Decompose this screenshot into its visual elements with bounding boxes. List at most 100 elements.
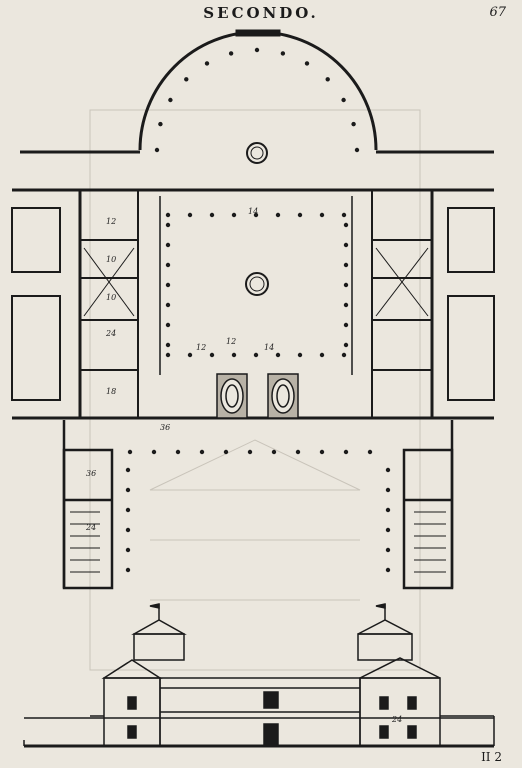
column-dot [165, 242, 171, 248]
column-dot [125, 507, 131, 513]
column-dot [319, 352, 325, 358]
column-dot [253, 212, 259, 218]
column-dot [297, 352, 303, 358]
column-dot [343, 222, 349, 228]
column-dot [247, 449, 253, 455]
column-dot [187, 352, 193, 358]
column-dot [354, 147, 360, 153]
facade-elevation [23, 603, 495, 748]
column-dot [253, 352, 259, 358]
column-dot [385, 567, 391, 573]
column-dot [325, 77, 330, 82]
column-dot [367, 449, 373, 455]
column-dot [341, 352, 347, 358]
dim-label: 36 [160, 423, 170, 432]
column-dot [125, 567, 131, 573]
column-dot [351, 121, 356, 127]
column-dot [343, 342, 349, 348]
column-dot [343, 302, 349, 308]
dim-label: 10 [106, 255, 116, 264]
stall-rows [70, 511, 446, 573]
column-dot [165, 322, 171, 328]
column-dot [304, 61, 310, 66]
dim-label: 14 [264, 343, 274, 352]
dim-label: 36 [86, 469, 96, 478]
column-dot [125, 547, 131, 553]
column-dot [343, 282, 349, 288]
column-dot [385, 527, 391, 533]
column-dot [184, 77, 189, 82]
dim-label: 24 [85, 523, 96, 532]
column-dot [165, 302, 171, 308]
dim-label: 18 [106, 387, 116, 396]
column-dot [165, 282, 171, 288]
column-dot [165, 222, 171, 228]
column-dot [343, 242, 349, 248]
column-dot [231, 212, 237, 218]
column-dot [319, 212, 325, 218]
column-dot [151, 449, 157, 455]
column-dot [319, 449, 325, 455]
column-dot [275, 212, 281, 218]
column-dot [125, 467, 131, 473]
column-dot [385, 507, 391, 513]
column-dot [341, 212, 347, 218]
column-dots [125, 47, 391, 573]
central-hall [159, 196, 353, 375]
column-dot [295, 449, 301, 455]
column-dot [187, 212, 193, 218]
column-dot [231, 352, 237, 358]
dim-label: 12 [106, 217, 116, 226]
column-dot [165, 212, 171, 218]
column-dot [385, 547, 391, 553]
column-dot [385, 487, 391, 493]
central-fountain [245, 272, 269, 296]
dim-label: 12 [226, 337, 236, 346]
dim-label: 24 [391, 715, 402, 724]
bleed-through-ghost [89, 109, 421, 671]
column-dot [199, 449, 205, 455]
page-number: 67 [489, 5, 506, 20]
dimension-labels: 12 14 10 10 24 18 12 14 12 36 24 36 24 [85, 207, 402, 724]
lower-courtyard [62, 420, 454, 590]
column-dot [343, 322, 349, 328]
column-dot [297, 212, 303, 218]
column-dot [385, 467, 391, 473]
column-dot [223, 449, 229, 455]
column-dot [175, 449, 181, 455]
hemicycle-fountain [246, 142, 268, 164]
main-block-walls [12, 188, 494, 420]
signature-mark: II 2 [481, 750, 502, 764]
column-dot [343, 449, 349, 455]
column-dot [165, 352, 171, 358]
column-dot [125, 527, 131, 533]
column-dot [209, 212, 215, 218]
column-dot [271, 449, 277, 455]
column-dot [165, 342, 171, 348]
column-dot [168, 97, 173, 103]
column-dot [275, 352, 281, 358]
column-dot [228, 51, 234, 56]
column-dot [341, 97, 346, 103]
hemicycle-top-block [235, 29, 281, 37]
column-dot [125, 487, 131, 493]
column-dot [154, 147, 160, 153]
column-dot [254, 47, 260, 53]
oval-stairs [216, 373, 299, 419]
dim-label: 14 [248, 207, 258, 216]
right-wing-rooms [371, 190, 495, 418]
column-dot [204, 61, 210, 66]
running-head: SECONDO. [203, 4, 319, 22]
left-wing-rooms [11, 190, 139, 418]
dim-label: 24 [105, 329, 116, 338]
dim-label: 12 [196, 343, 206, 352]
column-dot [343, 262, 349, 268]
dim-label: 10 [106, 293, 116, 302]
column-dot [127, 449, 133, 455]
column-dot [209, 352, 215, 358]
column-dot [165, 262, 171, 268]
column-dot [158, 121, 163, 127]
column-dot [280, 51, 286, 56]
